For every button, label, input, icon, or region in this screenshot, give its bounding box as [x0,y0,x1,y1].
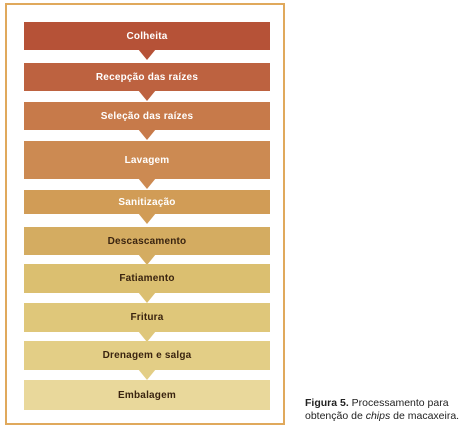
step-colheita: Colheita [24,22,270,50]
step-label: Fritura [130,312,164,323]
arrow-icon [138,369,156,380]
arrow-icon [138,129,156,140]
arrow-icon [138,254,156,265]
step-embalagem: Embalagem [24,380,270,410]
step-label: Colheita [126,30,168,42]
step-selecao: Seleção das raízes [24,102,270,130]
step-label: Drenagem e salga [102,350,192,361]
step-fritura: Fritura [24,303,270,332]
step-label: Recepção das raízes [95,71,199,83]
step-lavagem: Lavagem [24,141,270,179]
step-descascamento: Descascamento [24,227,270,255]
caption-text: Processamento para obtenção de [305,397,449,422]
arrow-icon [138,292,156,303]
caption-text-end: de macaxeira. [390,410,460,422]
step-label: Embalagem [118,389,176,401]
arrow-icon [138,49,156,60]
step-recepcao: Recepção das raízes [24,63,270,91]
step-label: Descascamento [107,235,187,247]
step-label: Seleção das raízes [100,110,194,122]
caption-italic: chips [365,410,391,422]
flowchart-frame: Colheita Recepção das raízes Seleção das… [5,3,285,425]
arrow-icon [138,331,156,342]
figure-caption: Figura 5. Processamento para obtenção de… [305,397,475,423]
step-label: Fatiamento [119,273,175,284]
step-fatiamento: Fatiamento [24,264,270,293]
step-label: Sanitização [118,196,176,208]
step-sanitizacao: Sanitização [24,190,270,214]
arrow-icon [138,90,156,101]
arrow-icon [138,213,156,224]
step-label: Lavagem [124,154,170,166]
step-drenagem: Drenagem e salga [24,341,270,370]
caption-figure-number: Figura 5. [305,397,349,409]
arrow-icon [138,178,156,189]
